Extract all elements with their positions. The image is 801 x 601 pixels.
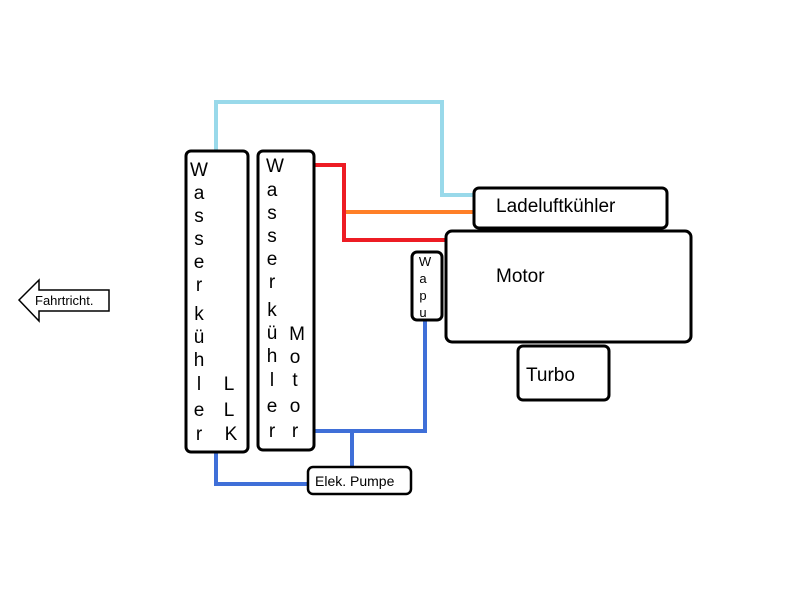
electric-pump-box	[306, 465, 413, 496]
radiator-llk-letter: a	[194, 183, 205, 204]
radiator-motor-letter: o	[290, 396, 301, 417]
water-pump-letter: a	[419, 271, 427, 286]
llk-upper-coolant-pipe	[214, 100, 475, 197]
electric-pump-label: Elek. Pumpe	[315, 473, 395, 489]
direction-arrow-label: Fahrtricht.	[35, 293, 94, 308]
radiator-llk-letter: r	[196, 424, 203, 445]
intercooler: Ladeluftkühler	[472, 186, 669, 230]
engine-hot-pipe-red	[313, 163, 448, 242]
radiator-motor-letter: M	[289, 324, 305, 345]
return-pipe-blue-wapu	[313, 320, 427, 433]
radiator-llk-letter: s	[194, 206, 204, 227]
intercooler-label: Ladeluftkühler	[496, 196, 616, 217]
radiator-motor-letter: s	[267, 226, 277, 247]
radiator-llk-letter: e	[194, 400, 205, 421]
radiator-llk: W a s s e r k ü h l e r L L K	[184, 149, 250, 454]
radiator-motor: W a s s e r k ü h l e r M o t o r	[256, 149, 316, 452]
radiator-motor-box	[256, 149, 316, 452]
direction-arrow: Fahrtricht.	[17, 278, 110, 323]
radiator-motor-letter: l	[270, 370, 274, 391]
radiator-llk-letter: k	[194, 304, 204, 325]
radiator-llk-letter: h	[194, 350, 205, 371]
left-arrow-icon	[17, 278, 110, 323]
llk-lower-pipe-blue	[214, 452, 308, 486]
radiator-llk-box	[184, 149, 250, 454]
turbo-label: Turbo	[526, 365, 575, 386]
radiator-llk-letter: K	[225, 424, 238, 445]
turbo-box	[516, 344, 611, 402]
radiator-llk-letter: s	[194, 229, 204, 250]
water-pump-letter: p	[419, 288, 426, 303]
radiator-motor-letter: o	[290, 347, 301, 368]
water-pump-letter: u	[419, 305, 426, 320]
water-pump: W a p u	[410, 250, 444, 322]
radiator-motor-letter: r	[292, 421, 299, 442]
radiator-llk-label: W a s s e r k ü h l e r L L K	[190, 160, 238, 445]
radiator-llk-letter: L	[224, 374, 235, 395]
radiator-llk-letter: ü	[194, 327, 205, 348]
radiator-motor-letter: k	[267, 300, 277, 321]
turbo: Turbo	[516, 344, 611, 402]
radiator-llk-letter: r	[196, 275, 203, 296]
radiator-llk-letter: e	[194, 252, 205, 273]
intercooler-box	[472, 186, 669, 230]
engine-box	[444, 229, 693, 344]
radiator-motor-label: W a s s e r k ü h l e r M o t o r	[266, 156, 305, 442]
radiator-llk-letter: L	[224, 400, 235, 421]
radiator-llk-letter: W	[190, 160, 208, 181]
water-pump-letter: W	[419, 254, 432, 269]
radiator-motor-letter: a	[267, 180, 278, 201]
radiator-motor-letter: e	[267, 249, 278, 270]
electric-pump: Elek. Pumpe	[306, 465, 413, 496]
radiator-motor-letter: t	[292, 370, 298, 391]
radiator-motor-letter: r	[269, 272, 276, 293]
water-pump-box	[410, 250, 444, 322]
radiator-motor-letter: W	[266, 156, 284, 177]
radiator-motor-letter: s	[267, 203, 277, 224]
radiator-motor-letter: r	[269, 421, 276, 442]
radiator-motor-letter: h	[267, 346, 278, 367]
engine-label: Motor	[496, 266, 545, 287]
radiator-llk-letter: l	[197, 374, 201, 395]
radiator-motor-letter: e	[267, 396, 278, 417]
engine: Motor	[444, 229, 693, 344]
radiator-motor-letter: ü	[267, 323, 278, 344]
